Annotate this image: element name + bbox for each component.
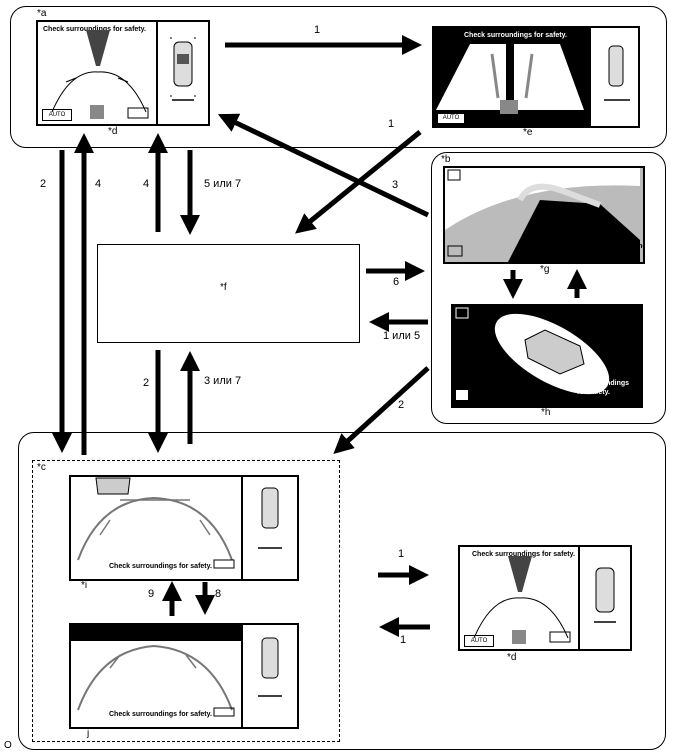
- screen-d-top-caption: Check surroundings for safety.: [43, 26, 146, 33]
- screen-j: Check surroundings for safety.: [69, 623, 299, 729]
- screen-h-caption-1: Check surroundings: [561, 380, 630, 387]
- auto-button: AUTO: [42, 109, 72, 121]
- label-i: *i: [81, 580, 88, 591]
- arrow-label-f-to-a: 4: [143, 178, 150, 190]
- label-j: j: [87, 728, 90, 739]
- label-g: *g: [540, 264, 550, 275]
- arrow-label-c-to-f: 3 или 7: [204, 375, 242, 387]
- screen-h: Check surroundings for safety.: [451, 304, 643, 408]
- screen-d-bottom-caption: Check surroundings for safety.: [472, 551, 575, 558]
- label-h: *h: [541, 407, 551, 418]
- arrow-label-c-to-a-left: 4: [95, 178, 102, 190]
- screen-h-caption-2: for safety.: [577, 389, 610, 396]
- arrow-label-e-to-f: 1: [388, 118, 395, 130]
- label-b: *b: [441, 154, 451, 165]
- label-d-top: *d: [108, 126, 118, 137]
- left-view: [38, 22, 158, 124]
- label-a: *a: [37, 8, 47, 19]
- group-c-dashed-box: [32, 460, 340, 742]
- arrow-label-d-to-c: 1: [400, 634, 407, 646]
- arrow-label-j-to-i: 9: [148, 588, 155, 600]
- box-f: [97, 244, 360, 343]
- arrow-label-i-to-j: 8: [215, 588, 222, 600]
- left-view: [71, 477, 243, 579]
- screen-d-top: Check surroundings for safety. AUTO: [36, 20, 210, 126]
- label-c: *c: [37, 462, 46, 473]
- arrow-label-f-to-c: 2: [143, 377, 150, 389]
- label-f: *f: [220, 282, 227, 293]
- left-view: [71, 625, 243, 727]
- arrow-label-f-to-b: 6: [393, 276, 400, 288]
- arrow-label-b-to-f: 1 или 5: [383, 330, 421, 342]
- right-view: [589, 28, 638, 126]
- label-e: *e: [523, 127, 533, 138]
- arrow-label-c-to-d: 1: [398, 548, 405, 560]
- screen-e-caption: Check surroundings for safety.: [464, 32, 567, 39]
- screen-g-caption-1: Check surround: [593, 243, 645, 250]
- screen-e: Check surroundings for safety. AUTO: [432, 26, 640, 128]
- left-view: [460, 547, 580, 649]
- arrow-label-a-to-e: 1: [314, 24, 321, 36]
- screen-d-bottom: Check surroundings for safety. AUTO: [458, 545, 632, 651]
- arrow-label-a-to-f: 5 или 7: [204, 178, 242, 190]
- screen-j-caption: Check surroundings for safety.: [109, 711, 212, 718]
- top-bar: [71, 625, 241, 641]
- label-corner: O: [4, 740, 12, 751]
- arrow-label-b-to-a: 3: [392, 179, 399, 191]
- arrow-label-b-to-c: 2: [398, 399, 405, 411]
- screen-g: Check surround for safety.: [443, 166, 645, 264]
- screen-g-caption-2: for safety.: [593, 252, 626, 259]
- label-d-bottom: *d: [507, 652, 517, 663]
- screen-i: Check surroundings for safety.: [69, 475, 299, 581]
- screen-i-caption: Check surroundings for safety.: [109, 563, 212, 570]
- arrow-label-a-to-c-left: 2: [40, 178, 47, 190]
- auto-button: AUTO: [438, 114, 464, 123]
- auto-button: AUTO: [464, 635, 494, 647]
